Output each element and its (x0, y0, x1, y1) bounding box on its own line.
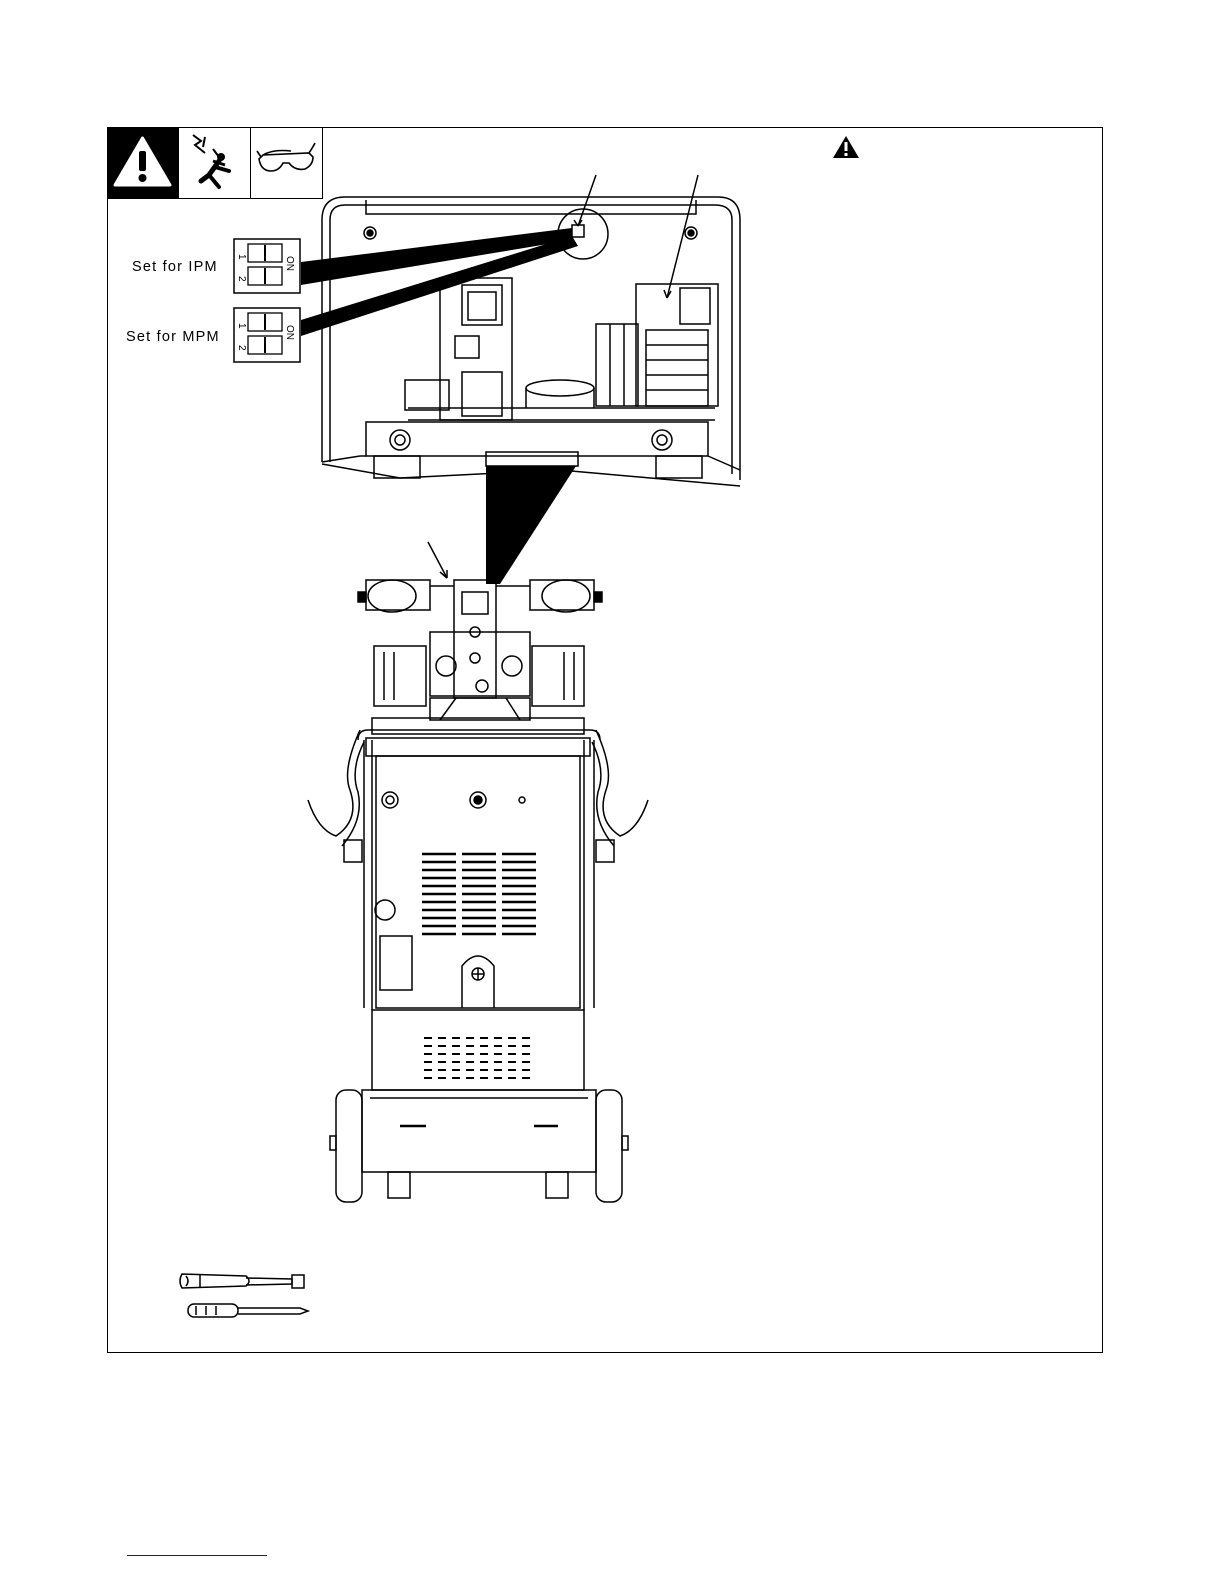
screwdriver-icon (188, 1304, 308, 1317)
footer-rule (127, 1555, 267, 1556)
nut-driver-icon (180, 1274, 304, 1288)
